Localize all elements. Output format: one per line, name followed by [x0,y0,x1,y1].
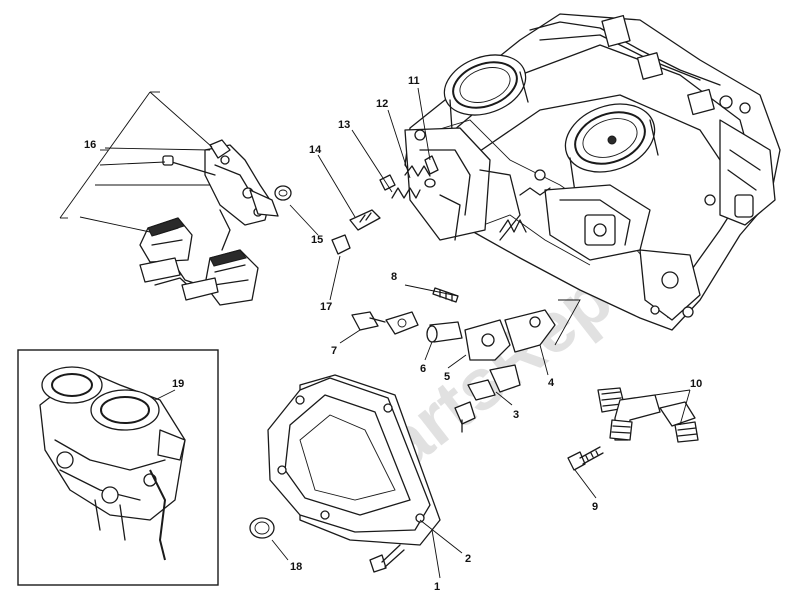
label-3: 3 [513,409,519,421]
label-1: 1 [434,581,440,593]
label-8: 8 [391,271,397,283]
label-16: 16 [84,139,96,151]
label-6: 6 [420,363,426,375]
inset-carburetor-box [17,349,219,586]
label-12: 12 [376,98,388,110]
label-2: 2 [465,553,471,565]
label-14: 14 [309,144,322,156]
label-5: 5 [444,371,450,383]
label-19: 19 [172,378,184,390]
label-18: 18 [290,561,302,573]
label-11: 11 [408,75,420,87]
bolt-9 [567,446,604,471]
label-4: 4 [548,377,555,389]
label-10: 10 [690,378,702,390]
fitting-assembly [597,387,699,443]
label-9: 9 [592,501,598,513]
label-13: 13 [338,119,350,131]
label-7: 7 [331,345,337,357]
leader-lines [100,87,691,579]
cover-and-gasket [249,374,441,573]
linkage-parts [351,287,556,433]
label-17: 17 [320,301,332,313]
adjuster-screws-row [331,155,439,255]
choke-bracket-assembly [59,91,292,306]
carburetor-body-assembly [404,13,781,331]
callout-labels: 1 2 3 4 5 6 7 8 9 10 11 12 13 14 15 16 1… [84,75,702,593]
label-15: 15 [311,234,323,246]
